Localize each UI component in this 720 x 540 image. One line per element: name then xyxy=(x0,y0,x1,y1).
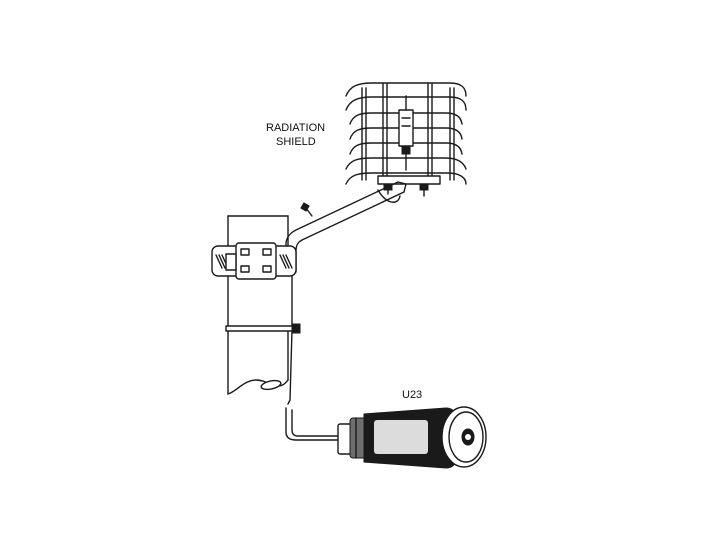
cable-tie xyxy=(225,323,301,334)
mounting-arm xyxy=(285,181,407,405)
radiation-shield xyxy=(345,82,467,197)
u23-logger xyxy=(337,406,487,469)
radiation-shield-label-line2: SHIELD xyxy=(276,136,316,148)
u23-label: U23 xyxy=(402,389,422,401)
mast-pole xyxy=(227,215,289,395)
hose-clamp xyxy=(211,242,297,280)
sensor-probe xyxy=(398,109,414,147)
sensor-cable xyxy=(287,271,293,405)
radiation-shield-label-line1: RADIATION xyxy=(266,122,325,134)
logger-cable xyxy=(285,407,341,441)
